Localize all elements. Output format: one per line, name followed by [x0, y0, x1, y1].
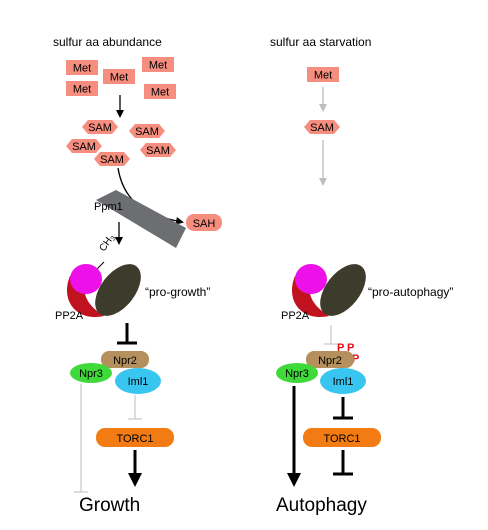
npr2-label-starved: Npr2 [318, 355, 342, 367]
left-pp2a-label: PP2A [55, 310, 84, 322]
met-label: Met [149, 60, 167, 72]
sam-label-starved: SAM [310, 122, 334, 134]
met-box [142, 57, 174, 72]
torc1-box-starved [303, 428, 381, 447]
met-box [66, 81, 98, 96]
npr3-ellipse [70, 363, 112, 383]
torc1-label: TORC1 [116, 433, 153, 445]
sam-label: SAM [72, 141, 96, 153]
met-label: Met [73, 84, 91, 96]
phospho-mark: P [352, 353, 359, 365]
sah-label: SAH [193, 218, 216, 230]
ppm1-shape [96, 190, 186, 248]
met-box [144, 84, 176, 99]
sam-label: SAM [146, 145, 170, 157]
ppm1-label: Ppm1 [94, 201, 123, 213]
met-label: Met [110, 72, 128, 84]
met-label: Met [151, 87, 169, 99]
met-label-starved: Met [314, 70, 332, 82]
npr3-label: Npr3 [79, 368, 103, 380]
sam-label: SAM [88, 122, 112, 134]
met-box [103, 69, 135, 84]
left-title: sulfur aa abundance [53, 35, 162, 49]
torc1-box [96, 428, 174, 447]
iml1-label-starved: Iml1 [333, 376, 354, 388]
npr2-box-starved [306, 351, 354, 368]
ch3-label: CH3 [97, 232, 117, 254]
right-title: sulfur aa starvation [270, 35, 371, 49]
iml1-ellipse [115, 368, 161, 394]
autophagy-label: Autophagy [276, 495, 367, 516]
npr2-box [101, 351, 149, 368]
iml1-ellipse-starved [320, 368, 366, 394]
phospho-mark: P [337, 342, 344, 354]
pp2a-magenta-subunit [70, 264, 102, 294]
sam-label: SAM [135, 126, 159, 138]
met-box [66, 60, 98, 75]
sam-hexagon [82, 120, 118, 134]
right-pp2a-complex [292, 264, 366, 317]
growth-label: Growth [79, 495, 140, 516]
sam-hexagon [140, 143, 176, 157]
sah-box [186, 214, 222, 231]
npr3-label-starved: Npr3 [285, 368, 309, 380]
met-label: Met [73, 63, 91, 75]
pp2a-magenta-subunit [295, 264, 327, 294]
sam-hexagon [129, 124, 165, 138]
sam-hexagon [94, 152, 130, 166]
sam-label: SAM [100, 154, 124, 166]
npr3-ellipse-starved [276, 363, 318, 383]
pp2a-olive-subunit [95, 264, 141, 316]
left-met-group: Met Met Met Met Met [66, 57, 176, 99]
right-pp2a-label: PP2A [281, 310, 310, 322]
phospho-mark: P [347, 342, 354, 354]
met-box-starved [307, 67, 339, 82]
npr2-label: Npr2 [113, 355, 137, 367]
left-pp2a-complex [67, 264, 141, 317]
torc1-label-starved: TORC1 [323, 433, 360, 445]
iml1-label: Iml1 [128, 376, 149, 388]
right-state-label: “pro-autophagy” [368, 285, 453, 299]
sam-hexagon-starved [304, 120, 340, 134]
left-state-label: “pro-growth” [145, 285, 210, 299]
left-sam-group: SAM SAM SAM SAM SAM [66, 120, 176, 166]
pp2a-olive-subunit [320, 264, 366, 316]
sam-hexagon [66, 139, 102, 153]
